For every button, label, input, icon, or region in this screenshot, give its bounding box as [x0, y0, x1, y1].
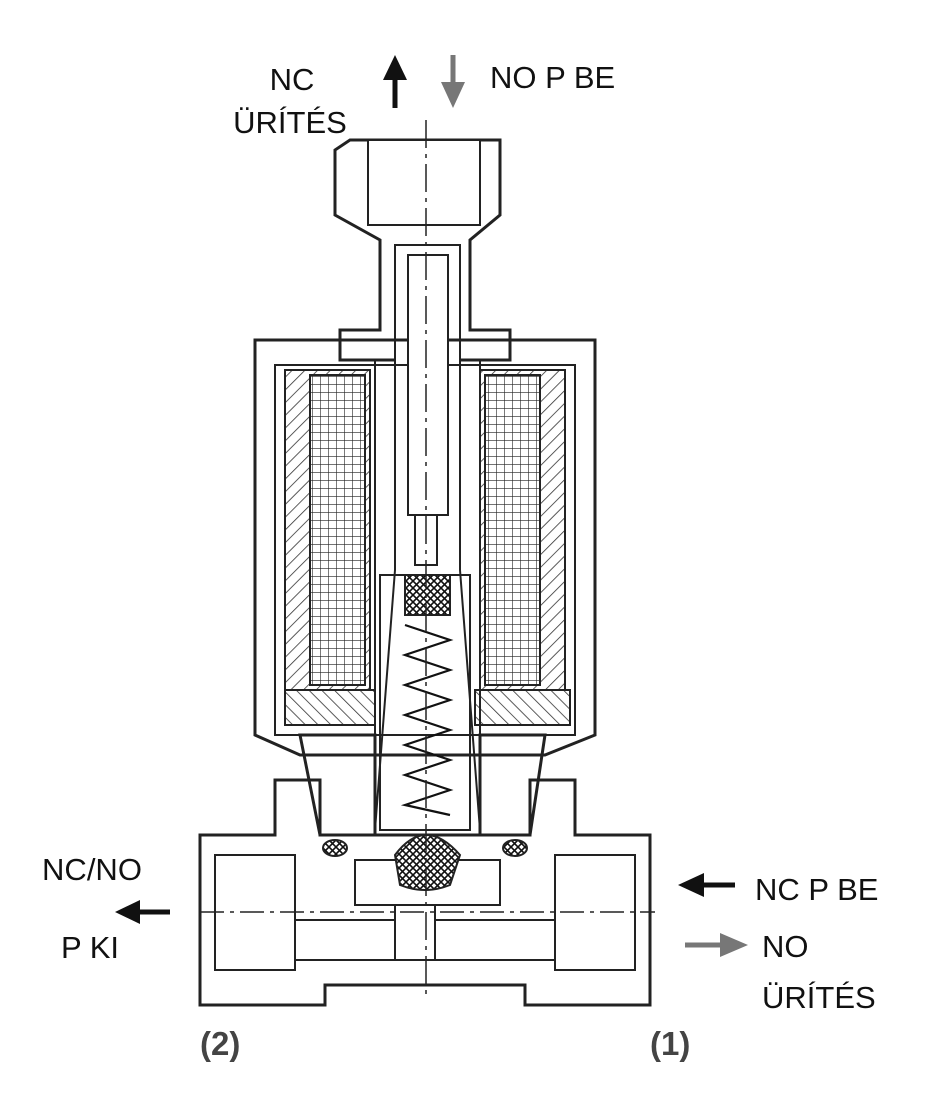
- upper-seal: [404, 574, 451, 616]
- outbound-arrow-icon: [685, 933, 748, 957]
- coil-housing: [253, 338, 597, 757]
- port-number-2: (2): [200, 1025, 240, 1062]
- label-exhaust-top: ÜRÍTÉS: [233, 105, 347, 140]
- right-coil-winding: [484, 374, 541, 686]
- port-number-1: (1): [650, 1025, 690, 1062]
- valve-body: [198, 778, 652, 1007]
- label-no-right: NO: [762, 929, 809, 964]
- lower-seal: [393, 834, 462, 891]
- core-tube: [374, 254, 481, 831]
- label-no-pressure-in: NO P BE: [490, 60, 615, 95]
- up-arrow-icon: [383, 55, 407, 108]
- label-pressure-out: P KI: [61, 930, 119, 965]
- spring: [400, 623, 454, 817]
- label-exhaust-right: ÜRÍTÉS: [762, 980, 876, 1015]
- label-nc-top: NC: [270, 62, 315, 97]
- inbound-arrow-icon: [678, 873, 735, 897]
- label-nc-pressure-in: NC P BE: [755, 872, 878, 907]
- center-lines: [200, 120, 655, 1000]
- left-coil-winding: [309, 374, 366, 686]
- label-nc-no: NC/NO: [42, 852, 142, 887]
- left-arrow-icon: [115, 900, 170, 924]
- down-arrow-icon: [441, 55, 465, 108]
- fixed-core-pin: [407, 254, 449, 516]
